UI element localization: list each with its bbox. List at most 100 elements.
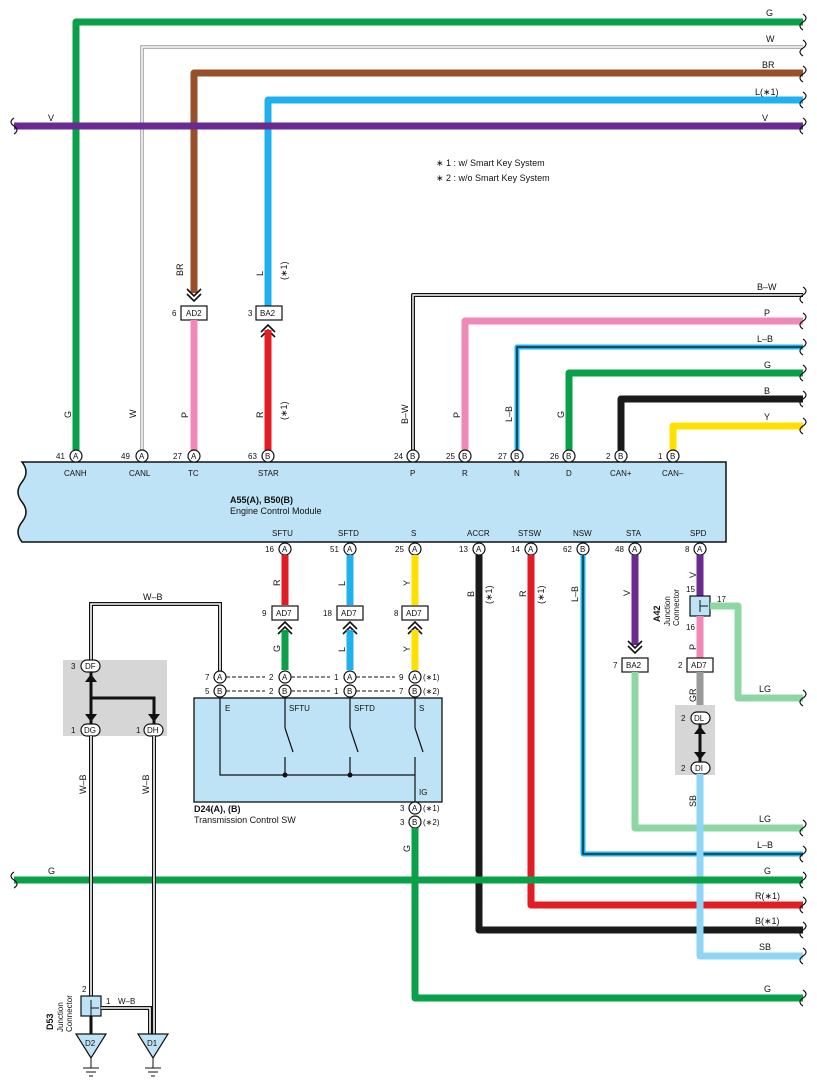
- l-wire-note: (∗1): [279, 261, 289, 280]
- wire-label-b1: B(∗1): [755, 916, 780, 926]
- dl-pin: 2: [681, 714, 686, 723]
- spd-ad7-label: AD7: [691, 661, 707, 670]
- break-marks-upper-right: [799, 286, 807, 435]
- df-arrow: [85, 674, 97, 682]
- ecm-body: [17, 461, 727, 543]
- sw-term-sftd: SFTD: [354, 704, 375, 713]
- wire-label-br: BR: [762, 60, 775, 70]
- wire-b-accr: [475, 555, 803, 934]
- sftu-wire-label-2: G: [272, 645, 282, 652]
- a42-label-1: Junction: [663, 596, 672, 626]
- wire-label-w: W: [766, 34, 775, 44]
- break-marks-top: [10, 13, 807, 135]
- sw-a-conn-4: A: [412, 673, 418, 682]
- sw-a-conn-2: A: [282, 673, 288, 682]
- svg-text:A: A: [347, 545, 353, 554]
- top-wire-label-r: P: [452, 412, 462, 418]
- ad2-label: AD2: [186, 309, 202, 318]
- wire-label-g: G: [766, 8, 773, 18]
- sw-a-num-4: 9: [399, 673, 404, 682]
- svg-text:CAN+: CAN+: [610, 469, 632, 478]
- df-label: DF: [85, 662, 96, 671]
- ecm-title: A55(A), B50(B): [230, 495, 293, 505]
- svg-text:26: 26: [550, 452, 559, 461]
- di-pin: 2: [681, 764, 686, 773]
- sw-a-num-2: 2: [269, 673, 274, 682]
- top-wire-label-d: G: [556, 411, 566, 418]
- ad7-label-1: AD7: [276, 609, 292, 618]
- wire-g-ig: [411, 828, 803, 1002]
- ig-num-b: 3: [400, 818, 405, 827]
- dg-pin: 1: [71, 726, 76, 735]
- wire-br: [190, 69, 803, 293]
- wire-label-b: B: [764, 386, 770, 396]
- switch-name: Transmission Control SW: [194, 815, 296, 825]
- sw-b-conn-2: B: [282, 687, 287, 696]
- nsw-wire-label: L–B: [570, 586, 580, 602]
- sw-b-conn-3: B: [347, 687, 352, 696]
- svg-text:ACCR: ACCR: [467, 529, 490, 538]
- switch-pin-row-a: [213, 670, 422, 684]
- ad7-arrows: [277, 620, 423, 635]
- ba2-label: BA2: [260, 309, 276, 318]
- svg-text:A: A: [697, 545, 703, 554]
- svg-text:A: A: [191, 452, 197, 461]
- wb-label-top: W–B: [143, 592, 163, 602]
- sw-term-s: S: [419, 704, 424, 713]
- wire-y-canminus: [669, 422, 803, 450]
- ig-note-b: (∗2): [423, 818, 440, 827]
- svg-text:A: A: [632, 545, 638, 554]
- svg-text:SPD: SPD: [690, 529, 707, 538]
- wire-label-l1: L(∗1): [755, 87, 779, 97]
- sw-b-num-4: 7: [399, 687, 404, 696]
- ig-wire-label: G: [402, 845, 412, 852]
- svg-text:D: D: [566, 469, 572, 478]
- ad7-pin-1: 9: [262, 609, 267, 618]
- a42-pin-right: 17: [717, 595, 726, 604]
- svg-text:A: A: [282, 545, 288, 554]
- ad7-pin-2: 18: [323, 609, 332, 618]
- wire-label-v-right: V: [762, 113, 768, 123]
- stsw-wire-label: R: [518, 590, 528, 597]
- lg-label-upper: LG: [759, 684, 771, 694]
- svg-text:48: 48: [615, 545, 624, 554]
- svg-text:A: A: [528, 545, 534, 554]
- wire-g-d: [565, 369, 803, 450]
- ecm-subtitle: Engine Control Module: [230, 506, 322, 516]
- wire-label-lb: L–B: [757, 334, 773, 344]
- top-wire-label-tc: P: [180, 412, 190, 418]
- wb-label-dg: W–B: [78, 774, 88, 794]
- switch-id: D24(A), (B): [194, 804, 241, 814]
- ad7-pin-3: 8: [394, 609, 399, 618]
- wire-label-lg: LG: [759, 814, 771, 824]
- svg-text:R: R: [462, 469, 468, 478]
- sw-b-num-1: 5: [205, 687, 210, 696]
- d53-pin-right: 1: [106, 997, 111, 1006]
- gr-label: GR: [688, 688, 698, 702]
- sw-a-conn-3: A: [347, 673, 353, 682]
- sw-a-note: (∗1): [423, 673, 440, 682]
- wire-l-star: [264, 96, 803, 306]
- wire-wb-d53-right: [101, 1006, 152, 1034]
- dg-label: DG: [84, 726, 96, 735]
- top-wire-note-star: (∗1): [279, 401, 289, 420]
- svg-text:STAR: STAR: [258, 469, 279, 478]
- spd-ad7-pin: 2: [678, 661, 683, 670]
- svg-text:27: 27: [498, 452, 507, 461]
- wire-bw: [411, 293, 803, 450]
- a42-pin-top: 15: [686, 585, 695, 594]
- ad2-arrow: [186, 288, 202, 303]
- svg-text:SFTD: SFTD: [338, 529, 359, 538]
- svg-text:25: 25: [395, 545, 404, 554]
- wire-label-p: P: [764, 308, 770, 318]
- spd-wire-label: V: [688, 572, 698, 578]
- svg-text:B: B: [410, 452, 415, 461]
- ad2-pin: 6: [172, 309, 177, 318]
